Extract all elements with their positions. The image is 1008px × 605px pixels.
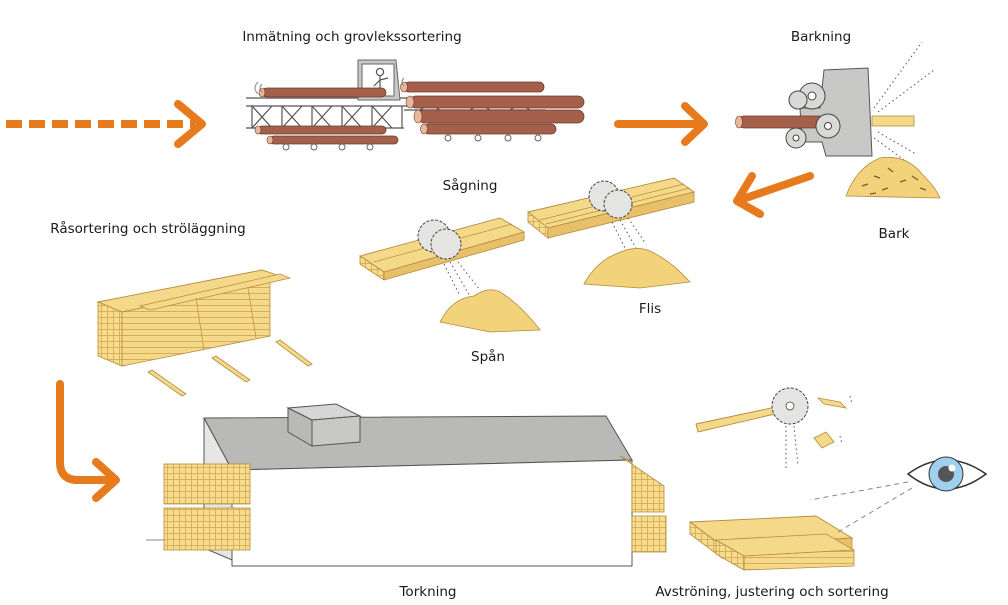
arrow-to-sawing — [733, 172, 814, 218]
label-feeding: Inmätning och grovlekssortering — [242, 29, 461, 45]
sorted-lumber-stack — [688, 515, 856, 571]
label-final-sorting: Avströning, justering och sortering — [655, 584, 888, 600]
stickered-lumber-stack — [96, 269, 313, 397]
debarking-machine — [735, 41, 935, 161]
person-icon — [373, 67, 389, 97]
label-debarking: Barkning — [791, 29, 851, 45]
trimming-station — [695, 387, 853, 468]
log — [420, 123, 557, 135]
bark-pile — [845, 156, 941, 199]
log — [735, 115, 829, 129]
circular-saw-icon — [588, 180, 633, 219]
log — [258, 87, 387, 98]
sticker — [147, 339, 313, 397]
label-chips: Flis — [639, 301, 661, 317]
label-sawing: Sågning — [443, 177, 498, 194]
circular-saw-icon — [785, 82, 841, 149]
log — [400, 81, 545, 93]
label-drying: Torkning — [398, 584, 456, 600]
log — [254, 125, 387, 135]
circular-saw-icon — [771, 387, 809, 425]
conveyor-rollers — [282, 134, 542, 151]
arrow-to-drying — [56, 380, 120, 502]
saw-station-2 — [526, 177, 696, 251]
saw-station-1 — [358, 217, 526, 297]
log — [413, 109, 585, 124]
log — [405, 95, 585, 109]
eye-icon — [809, 456, 988, 533]
sawdust-pile — [439, 289, 541, 333]
chips-pile — [583, 248, 691, 289]
label-bark: Bark — [879, 226, 910, 242]
log — [266, 135, 399, 145]
kiln-vent — [286, 403, 362, 447]
label-green-sorting: Råsortering och ströläggning — [50, 220, 245, 237]
entry-dotted-arrow — [6, 100, 206, 148]
lumber-stack-out — [619, 455, 667, 553]
label-sawdust: Spån — [471, 348, 505, 365]
log-sorting-station — [246, 59, 585, 151]
circular-saw-icon — [417, 219, 462, 260]
arrow-to-debarking — [614, 102, 708, 146]
lumber-stack-in — [146, 463, 251, 551]
debarked-log — [871, 115, 915, 127]
drying-kiln — [146, 403, 667, 567]
